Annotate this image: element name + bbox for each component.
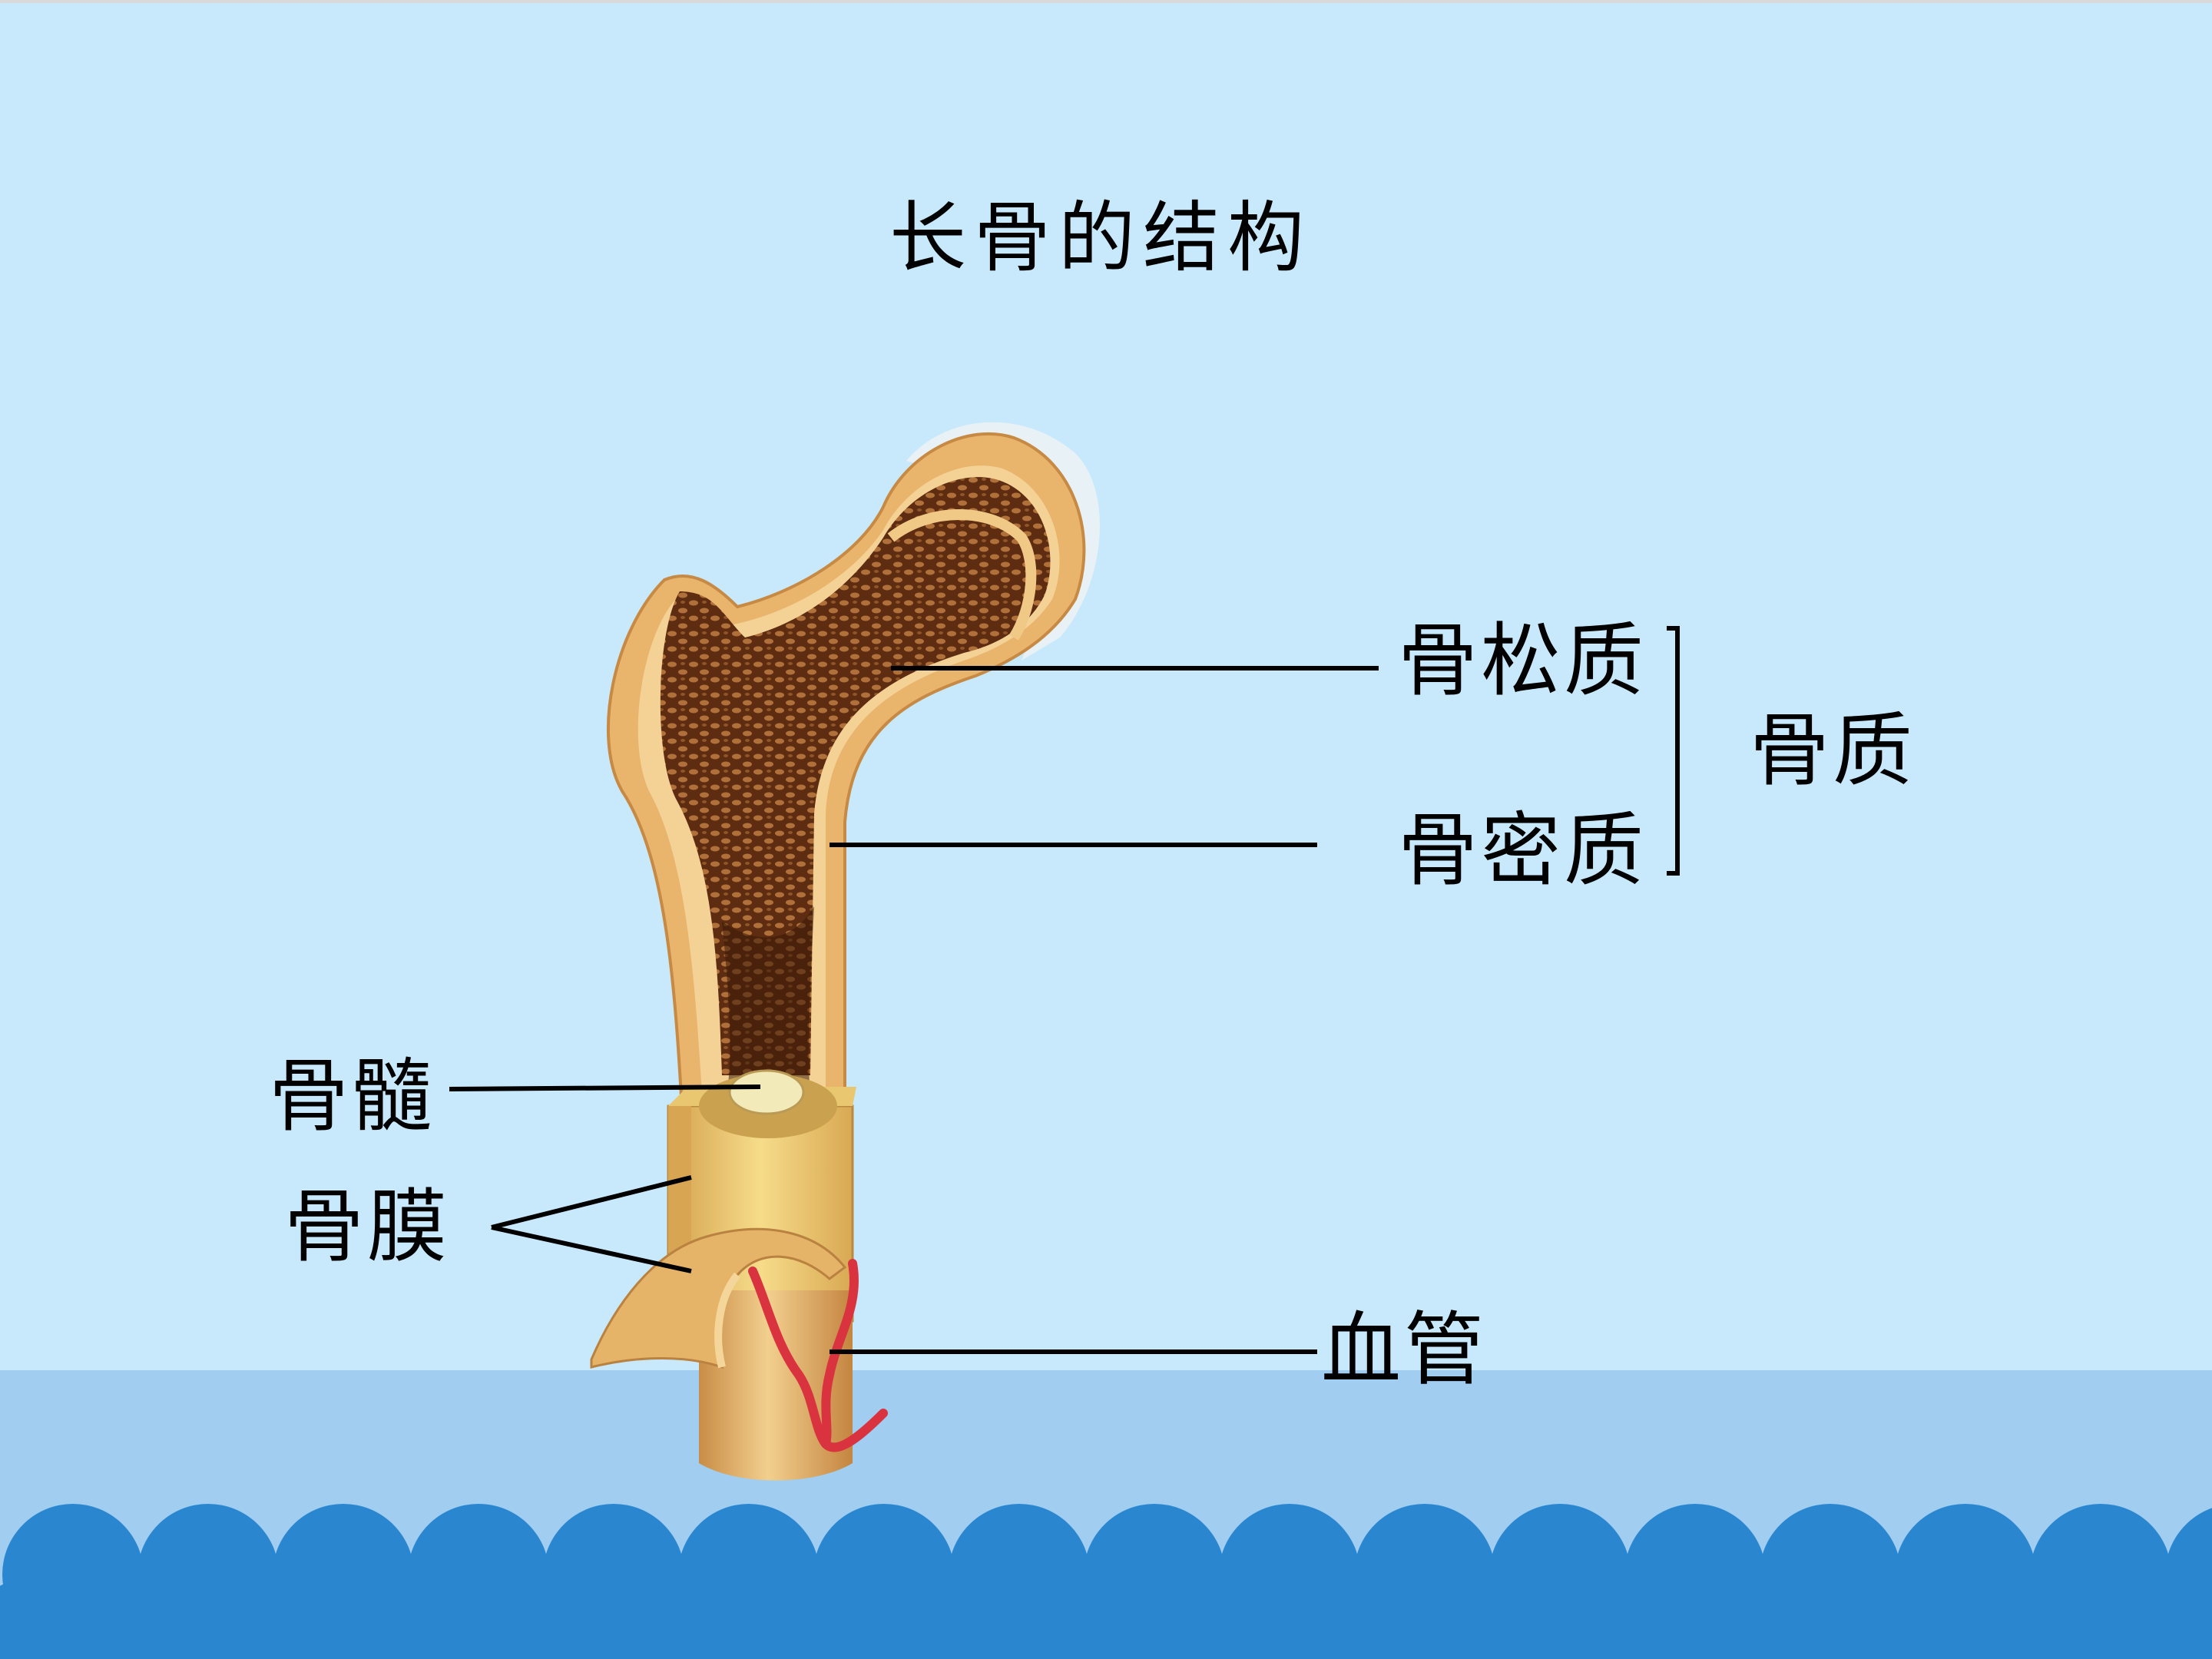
label-bone-marrow: 骨髓: [269, 1049, 435, 1143]
wave-base: [0, 1644, 2212, 1659]
leader-lines: [449, 626, 1680, 1354]
wave-scallop: [1992, 1577, 2133, 1659]
blood-vessel: [748, 1259, 888, 1452]
label-blood-vessel: 血管: [1321, 1303, 1488, 1396]
wave-scallop: [234, 1577, 376, 1659]
wave-scallop: [910, 1577, 1051, 1659]
leader-periosteum-2: [491, 1225, 692, 1273]
label-compact-bone: 骨密质: [1398, 803, 1647, 897]
leader-periosteum-1: [491, 1175, 692, 1230]
wave-scallop: [1181, 1577, 1322, 1659]
wave-scallop: [775, 1577, 916, 1659]
bone-marrow-disc: [728, 1069, 805, 1115]
wave-decoration: [0, 1504, 2212, 1659]
label-spongy-bone: 骨松质: [1398, 614, 1647, 707]
wave-scallop: [640, 1577, 781, 1659]
periosteum-flap: [590, 1227, 847, 1369]
wave-scallop: [2127, 1577, 2212, 1659]
wave-scallop: [1721, 1577, 1863, 1659]
wave-scallop: [1451, 1577, 1592, 1659]
femur-illustration: [590, 422, 1101, 1481]
wave-scallop: [369, 1577, 511, 1659]
wave-scallop: [1045, 1577, 1187, 1659]
page-title: 长骨的结构: [889, 193, 1312, 283]
wave-scallop: [1316, 1577, 1457, 1659]
wave-scallop: [99, 1577, 240, 1659]
lower-shaft: [699, 1290, 853, 1481]
marrow-cavity: [722, 906, 814, 1098]
wave-scallop: [1856, 1577, 1998, 1659]
label-periosteum: 骨膜: [284, 1180, 451, 1273]
label-bone-substance: 骨质: [1750, 704, 1916, 797]
leader-marrow: [449, 1084, 761, 1091]
bracket-bone-substance: [1667, 626, 1680, 876]
wave-scallop: [0, 1577, 105, 1659]
spongy-bone: [660, 477, 1051, 1075]
wave-scallop: [505, 1577, 646, 1659]
top-border: [0, 0, 2212, 3]
epiphyseal-line: [887, 509, 1037, 641]
wave-scallop: [1586, 1577, 1727, 1659]
